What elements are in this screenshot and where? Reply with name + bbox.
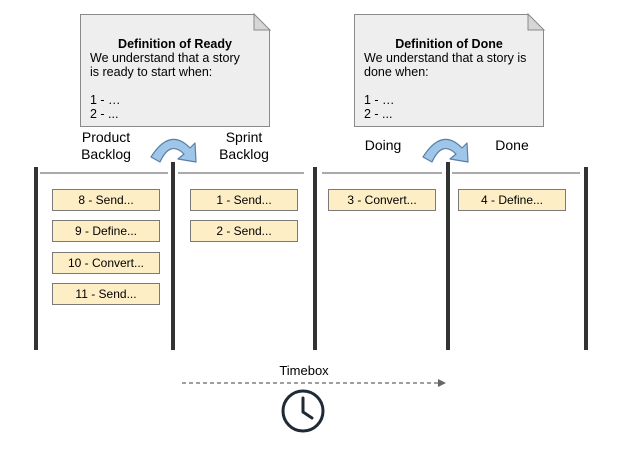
column-title-doing: Doing bbox=[364, 137, 402, 153]
story-card[interactable]: 10 - Convert... bbox=[52, 252, 160, 274]
story-card[interactable]: 2 - Send... bbox=[190, 220, 298, 242]
definition-of-done-body: We understand that a story is done when:… bbox=[364, 51, 527, 121]
column-title-done: Done bbox=[495, 137, 529, 153]
note-fold-corner bbox=[253, 12, 272, 31]
story-card[interactable]: 9 - Define... bbox=[52, 220, 160, 242]
column-title-product-backlog: Product Backlog bbox=[81, 129, 131, 162]
definition-of-ready-note: Definition of Ready We understand that a… bbox=[80, 14, 270, 127]
definition-of-done-note: Definition of Done We understand that a … bbox=[354, 14, 544, 127]
column-title-sprint-backlog: Sprint Backlog bbox=[219, 129, 269, 162]
definition-of-ready-body: We understand that a story is ready to s… bbox=[90, 51, 240, 121]
story-card[interactable]: 11 - Send... bbox=[52, 283, 160, 305]
story-card[interactable]: 1 - Send... bbox=[190, 189, 298, 211]
story-card[interactable]: 8 - Send... bbox=[52, 189, 160, 211]
story-card[interactable]: 4 - Define... bbox=[458, 189, 566, 211]
note-fold-corner bbox=[527, 12, 546, 31]
timebox-arrowhead bbox=[438, 379, 446, 387]
timebox-label: Timebox bbox=[279, 363, 329, 378]
curved-arrow-icon bbox=[422, 138, 469, 163]
definition-of-done-title: Definition of Done bbox=[395, 37, 503, 51]
clock-icon bbox=[281, 389, 325, 433]
story-card[interactable]: 3 - Convert... bbox=[328, 189, 436, 211]
definition-of-ready-title: Definition of Ready bbox=[118, 37, 232, 51]
curved-arrow-icon bbox=[150, 138, 197, 163]
